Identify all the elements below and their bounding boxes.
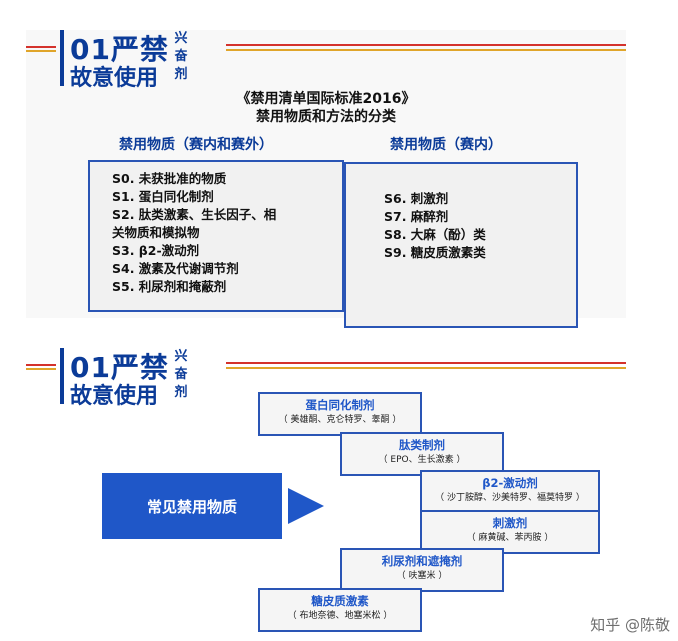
item-s6: S6. 刺激剂 (384, 191, 449, 206)
badge-side-3: 剂 (174, 67, 188, 82)
common-substances-label: 常见禁用物质 (102, 473, 282, 539)
box-beta2-desc: （ 沙丁胺醇、沙美特罗、福莫特罗 ） (435, 493, 585, 503)
badge-side: 兴 奋 剂 (171, 30, 191, 86)
box-stimulant: 刺激剂 （ 麻黄碱、苯丙胺 ） (420, 510, 600, 554)
item-s2: S2. 肽类激素、生长因子、相 (112, 207, 277, 222)
box-glucocorticoid-title: 糖皮质激素 (311, 594, 369, 608)
badge-side-1: 兴 (174, 31, 188, 46)
item-s2-cont: 关物质和模拟物 (112, 225, 200, 240)
item-s8: S8. 大麻（酚）类 (384, 227, 486, 242)
box-glucocorticoid-desc: （ 布地奈德、地塞米松 ） (287, 611, 393, 621)
box-beta2-title: β2-激动剂 (482, 476, 538, 490)
stripe-red-right (226, 44, 626, 46)
badge-side-b2: 奋 (174, 367, 188, 382)
item-s3: S3. β2-激动剂 (112, 243, 200, 258)
left-heading: 禁用物质（赛内和赛外） (119, 137, 273, 153)
box-anabolic-desc: （ 美雄酮、克仑特罗、睾酮 ） (278, 415, 402, 425)
box-peptide-desc: （ EPO、生长激素 ） (378, 455, 466, 465)
doc-title: 《禁用清单国际标准2016》 (236, 91, 416, 107)
slide-common-substances: 01严禁 故意使用 兴 奋 剂 常见禁用物质 蛋白同化制剂 （ 美雄酮、克仑特罗… (26, 348, 626, 636)
badge-side-b3: 剂 (174, 385, 188, 400)
item-s7: S7. 麻醉剂 (384, 209, 449, 224)
stripe-red-left (26, 46, 56, 48)
badge-subtitle-2: 故意使用 (70, 384, 159, 409)
box-peptide-title: 肽类制剂 (399, 438, 445, 452)
doc-subtitle: 禁用物质和方法的分类 (256, 109, 396, 125)
badge-side-b1: 兴 (174, 349, 188, 364)
item-s4: S4. 激素及代谢调节剂 (112, 261, 239, 276)
box-stimulant-desc: （ 麻黄碱、苯丙胺 ） (466, 533, 554, 543)
badge-bar-2 (60, 348, 64, 404)
box-diuretic: 利尿剂和遮掩剂 （ 呋塞米 ） (340, 548, 504, 592)
item-s9: S9. 糖皮质激素类 (384, 245, 486, 260)
item-s5: S5. 利尿剂和掩蔽剂 (112, 279, 227, 294)
panel-in-competition: S6. 刺激剂 S7. 麻醉剂 S8. 大麻（酚）类 S9. 糖皮质激素类 (344, 162, 578, 328)
badge-title: 01严禁 (70, 33, 169, 66)
box-glucocorticoid: 糖皮质激素 （ 布地奈德、地塞米松 ） (258, 588, 422, 632)
item-s0: S0. 未获批准的物质 (112, 171, 227, 186)
right-heading: 禁用物质（赛内） (390, 137, 502, 153)
badge-subtitle: 故意使用 (70, 66, 159, 91)
panel-in-out-competition: S0. 未获批准的物质 S1. 蛋白同化制剂 S2. 肽类激素、生长因子、相 关… (88, 160, 344, 312)
box-stimulant-title: 刺激剂 (492, 516, 528, 530)
badge-title-2: 01严禁 (70, 351, 169, 384)
box-diuretic-desc: （ 呋塞米 ） (396, 571, 448, 581)
box-anabolic: 蛋白同化制剂 （ 美雄酮、克仑特罗、睾酮 ） (258, 392, 422, 436)
slide-classification: 01严禁 故意使用 兴 奋 剂 《禁用清单国际标准2016》 禁用物质和方法的分… (26, 30, 626, 328)
stripe-gold-left (26, 50, 56, 52)
stripe-red-right-2 (226, 362, 626, 364)
watermark: 知乎 @陈敬 (590, 616, 670, 634)
badge-side-2: 奋 (174, 49, 188, 64)
badge-side-b: 兴 奋 剂 (171, 348, 191, 404)
box-diuretic-title: 利尿剂和遮掩剂 (381, 554, 463, 568)
stripe-gold-left-2 (26, 368, 56, 370)
stripe-gold-right (226, 49, 626, 51)
item-s1: S1. 蛋白同化制剂 (112, 189, 214, 204)
box-anabolic-title: 蛋白同化制剂 (305, 398, 375, 412)
stripe-gold-right-2 (226, 367, 626, 369)
badge-bar (60, 30, 64, 86)
stripe-red-left-2 (26, 364, 56, 366)
box-beta2: β2-激动剂 （ 沙丁胺醇、沙美特罗、福莫特罗 ） (420, 470, 600, 514)
arrow-right-icon (288, 488, 324, 524)
